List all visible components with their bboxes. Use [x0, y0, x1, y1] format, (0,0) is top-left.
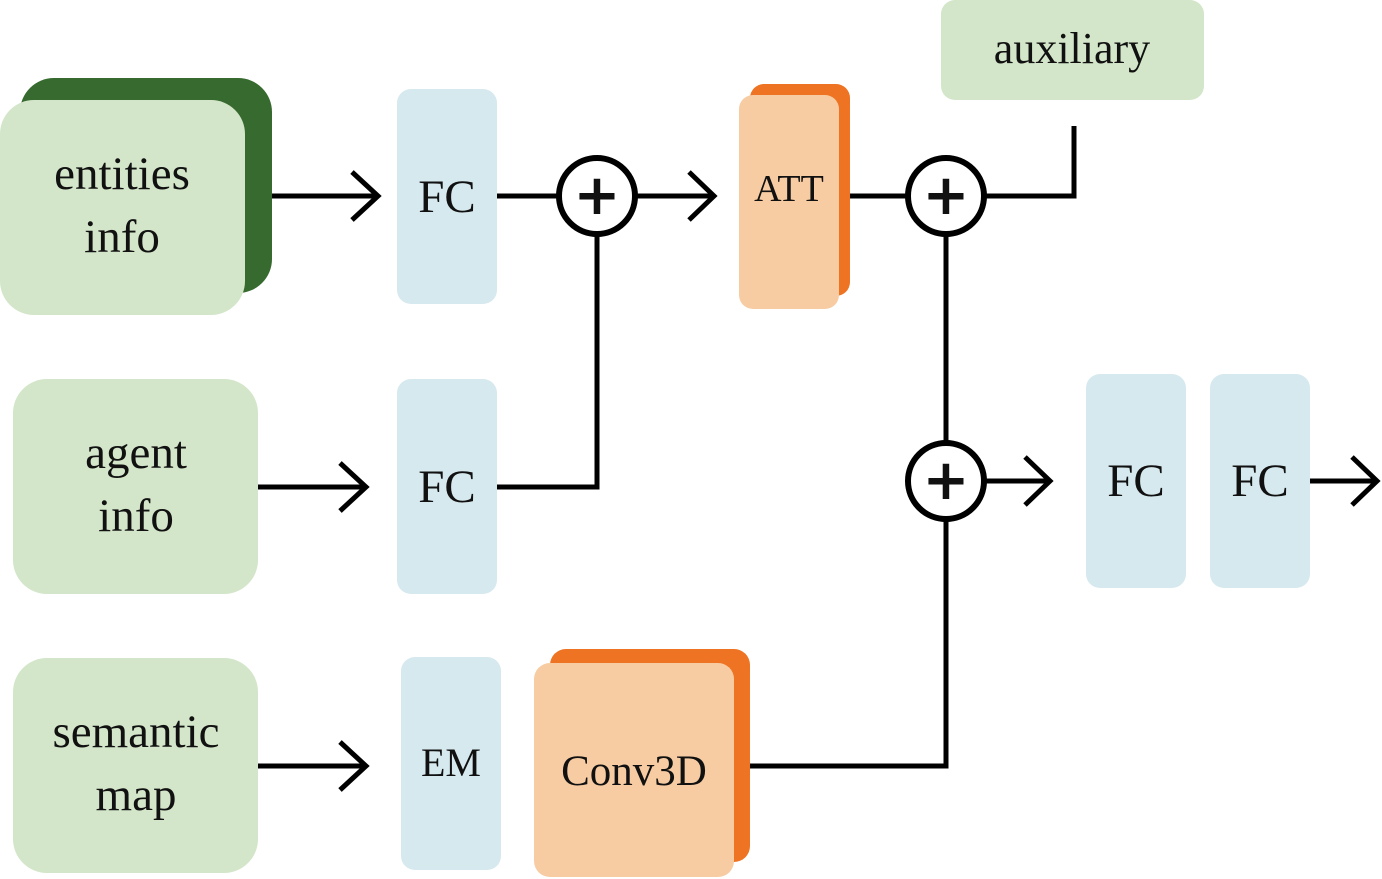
arrowhead-add-3-to-fc-output	[1023, 455, 1054, 507]
edge-add-2-to-auxiliary	[986, 126, 1077, 199]
add-node-3: +	[905, 440, 987, 522]
agent-info-label-2: info	[98, 490, 174, 542]
fc-output-1-label: FC	[1107, 455, 1165, 507]
att-box	[739, 95, 839, 309]
entities-info-node: entities info	[0, 78, 272, 315]
fc-agent-block: FC	[397, 379, 497, 594]
add-node-3-circle	[905, 440, 987, 522]
edge-conv3d-to-add-3	[750, 521, 949, 769]
fc-output-2-label: FC	[1231, 455, 1289, 507]
entities-info-label-1: entities	[54, 148, 190, 200]
conv3d-block: Conv3D	[534, 649, 750, 877]
fc-output-1-box	[1086, 374, 1186, 588]
semantic-map-node: semantic map	[13, 658, 258, 873]
fc-entities-box	[397, 89, 497, 304]
semantic-map-box	[13, 658, 258, 873]
add-node-1: +	[556, 155, 638, 237]
arrowhead-output	[1350, 455, 1381, 507]
fc-agent-label: FC	[418, 461, 476, 513]
add-node-3-symbol: +	[923, 448, 970, 513]
entities-info-box	[0, 100, 245, 315]
fc-output-2-box	[1210, 374, 1310, 588]
em-box	[401, 657, 501, 870]
agent-info-node: agent info	[13, 379, 258, 594]
auxiliary-box	[941, 0, 1204, 100]
edge-fc-agent-to-add-1	[497, 236, 600, 490]
add-node-1-circle	[556, 155, 638, 237]
add-node-1-symbol: +	[574, 163, 621, 228]
conv3d-box	[534, 663, 734, 877]
auxiliary-label: auxiliary	[994, 24, 1150, 73]
arrowhead-semantic-to-em	[338, 740, 370, 792]
att-block: ATT	[739, 84, 850, 309]
semantic-map-label-1: semantic	[52, 706, 219, 758]
auxiliary-block: auxiliary	[941, 0, 1204, 100]
arrowhead-entities-to-fc	[350, 170, 382, 222]
semantic-map-label-2: map	[96, 769, 177, 821]
agent-info-box	[13, 379, 258, 594]
fc-output-2-block: FC	[1210, 374, 1310, 588]
att-label: ATT	[754, 168, 824, 210]
entities-info-label-2: info	[84, 211, 160, 263]
agent-info-label-1: agent	[85, 427, 187, 479]
arrowhead-agent-to-fc	[338, 461, 370, 513]
add-node-2-circle	[905, 155, 987, 237]
arrowhead-add-1-to-att	[687, 170, 718, 222]
fc-agent-box	[397, 379, 497, 594]
fc-entities-label: FC	[418, 171, 476, 223]
add-node-2-symbol: +	[923, 163, 970, 228]
add-node-2: +	[905, 155, 987, 237]
em-block: EM	[401, 657, 501, 870]
em-label: EM	[421, 740, 481, 785]
fc-output-1-block: FC	[1086, 374, 1186, 588]
fc-entities-block: FC	[397, 89, 497, 304]
conv3d-label: Conv3D	[561, 748, 707, 795]
